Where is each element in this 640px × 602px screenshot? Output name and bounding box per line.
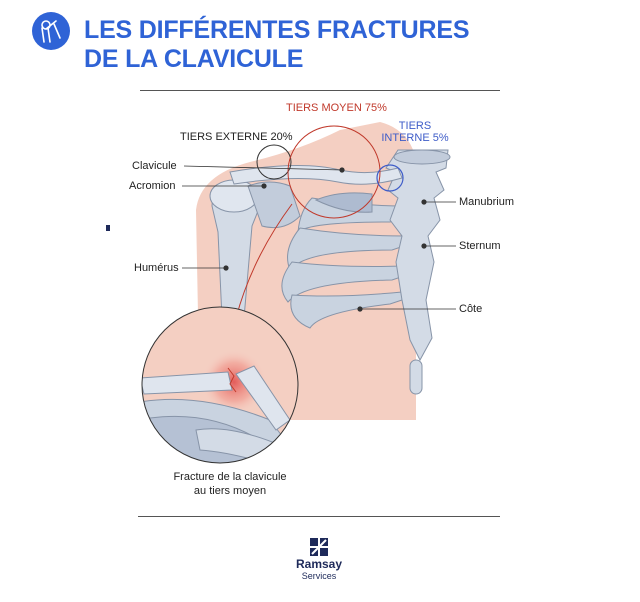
external-third-circle xyxy=(256,144,292,180)
shoulder-bone-icon xyxy=(32,12,70,50)
ramsay-logo-icon xyxy=(310,538,328,556)
label-cote: Côte xyxy=(459,303,483,315)
internal-third-circle xyxy=(376,164,404,192)
brand-name: Ramsay xyxy=(295,557,343,571)
bottom-divider xyxy=(138,516,500,517)
label-internal-third-line-2: INTERNE 5% xyxy=(381,132,449,144)
label-clavicule: Clavicule xyxy=(132,160,177,172)
label-external-third: TIERS EXTERNE 20% xyxy=(180,131,293,143)
label-internal-third: TIERS INTERNE 5% xyxy=(380,120,450,144)
bullet-mark xyxy=(106,225,110,231)
label-humerus: Humérus xyxy=(134,262,179,274)
scapula-bone xyxy=(247,181,301,229)
middle-third-circle xyxy=(287,125,381,219)
label-sternum: Sternum xyxy=(459,240,501,252)
humerus-bone xyxy=(209,179,261,319)
label-internal-third-line-1: TIERS xyxy=(398,120,432,132)
sternum-bone xyxy=(385,149,451,395)
label-middle-third: TIERS MOYEN 75% xyxy=(286,102,387,114)
top-divider xyxy=(140,90,500,91)
fracture-zoom-inset xyxy=(141,306,299,464)
title-line-1: LES DIFFÉRENTES FRACTURES xyxy=(84,16,470,44)
caption-line-2: au tiers moyen xyxy=(193,485,267,497)
label-manubrium: Manubrium xyxy=(459,196,515,208)
label-acromion: Acromion xyxy=(129,180,176,192)
clavicle-bone xyxy=(229,164,403,185)
title-line-2: DE LA CLAVICULE xyxy=(84,45,304,73)
page-title: LES DIFFÉRENTES FRACTURES DE LA CLAVICUL… xyxy=(84,16,469,74)
brand-subtitle: Services xyxy=(301,571,337,581)
fracture-caption: Fracture de la clavicule au tiers moyen xyxy=(140,470,320,498)
ramsay-brand: Ramsay Services xyxy=(286,538,352,581)
zoom-arrow xyxy=(235,203,293,319)
caption-line-1: Fracture de la clavicule xyxy=(173,471,287,483)
